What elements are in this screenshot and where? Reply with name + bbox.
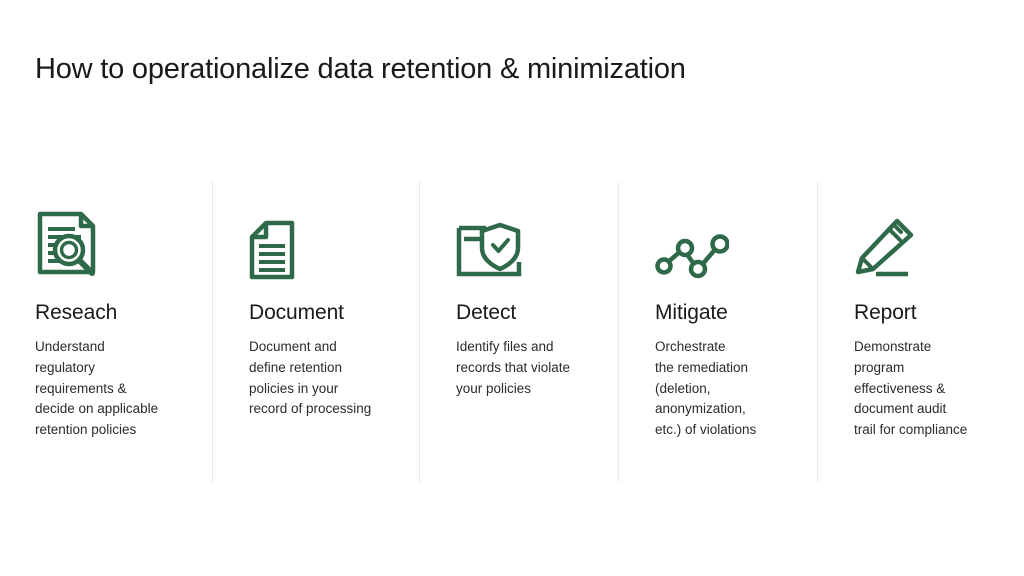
step-description: Demonstrate program effectiveness & docu… — [854, 339, 968, 438]
step-description: Orchestrate the remediation (deletion, a… — [655, 339, 757, 438]
step-heading: Mitigate — [655, 301, 728, 324]
page-title: How to operationalize data retention & m… — [35, 53, 686, 85]
step-description: Identify files and records that violate … — [456, 339, 571, 396]
steps-row: Reseach Understand regulatory requiremen… — [0, 182, 1024, 482]
node-graph-icon — [655, 194, 807, 280]
step-heading: Document — [249, 301, 344, 324]
step-heading: Detect — [456, 301, 517, 324]
step-column-detect[interactable]: Detect Identify files and records that v… — [419, 182, 618, 482]
document-lines-icon — [249, 194, 409, 280]
step-column-report[interactable]: Report Demonstrate program effectiveness… — [817, 182, 1024, 482]
document-shield-check-icon — [456, 194, 608, 280]
document-magnifier-icon — [35, 194, 202, 280]
step-description: Document and define retention policies i… — [249, 339, 372, 417]
step-column-document[interactable]: Document Document and define retention p… — [212, 182, 419, 482]
step-heading: Reseach — [35, 301, 118, 324]
step-heading: Report — [854, 301, 917, 324]
step-description: Understand regulatory requirements & dec… — [35, 339, 159, 438]
step-column-mitigate[interactable]: Mitigate Orchestrate the remediation (de… — [618, 182, 817, 482]
pencil-underline-icon — [854, 194, 1014, 280]
step-column-research[interactable]: Reseach Understand regulatory requiremen… — [0, 182, 212, 482]
